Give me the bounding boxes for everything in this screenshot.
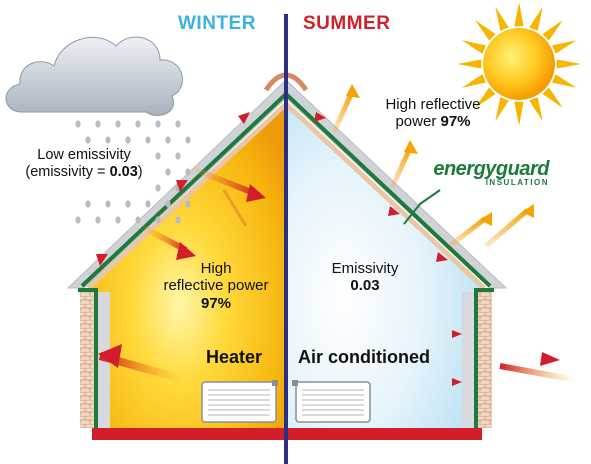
high-reflective-left-label: High reflective power 97% bbox=[146, 260, 286, 312]
sun-icon bbox=[457, 2, 581, 126]
brand-name: energyguard bbox=[433, 158, 549, 180]
rain-drop bbox=[175, 216, 181, 224]
air-conditioned-label: Air conditioned bbox=[298, 347, 430, 367]
sun-ray bbox=[475, 20, 496, 41]
cloud-icon bbox=[5, 36, 183, 116]
sun-ray bbox=[542, 87, 563, 108]
emissivity-right-label: Emissivity 0.03 bbox=[310, 260, 420, 295]
rain-drop bbox=[135, 120, 141, 128]
sun-beam-heads bbox=[346, 84, 534, 226]
rain-drop bbox=[115, 120, 121, 128]
sun-ray bbox=[552, 74, 577, 88]
high-reflective-right-value: 97% bbox=[440, 113, 471, 131]
rain-drop bbox=[185, 136, 191, 144]
right-brick-wall bbox=[476, 288, 492, 428]
rain-drop bbox=[165, 136, 171, 144]
summer-interior bbox=[286, 102, 480, 430]
energyguard-logo: energyguard INSULATION bbox=[433, 158, 549, 187]
rain-drop bbox=[155, 120, 161, 128]
emissivity-right-value: 0.03 bbox=[350, 277, 380, 295]
sun-ray bbox=[475, 87, 496, 108]
left-inner-wall bbox=[96, 292, 110, 430]
sun-ray bbox=[552, 40, 577, 54]
sun-ray bbox=[495, 97, 509, 122]
rain-drop bbox=[85, 200, 91, 208]
high-reflective-right-label: High reflective power 97% bbox=[385, 96, 481, 131]
sun-ray bbox=[514, 101, 524, 126]
rain-drop bbox=[165, 200, 171, 208]
sun-ray bbox=[461, 74, 486, 88]
rain-drop bbox=[85, 136, 91, 144]
rain-drop bbox=[125, 136, 131, 144]
air-conditioner-icon bbox=[292, 380, 371, 423]
winter-heading: WINTER bbox=[178, 13, 256, 34]
rain-drop bbox=[185, 200, 191, 208]
sun-ray bbox=[542, 20, 563, 41]
sun-ray bbox=[514, 2, 524, 27]
rain-drop bbox=[145, 200, 151, 208]
rain-drop bbox=[75, 120, 81, 128]
left-brick-wall bbox=[80, 288, 96, 428]
rain-drop bbox=[165, 168, 171, 176]
heater-icon bbox=[201, 380, 278, 423]
rain-drop bbox=[95, 216, 101, 224]
sun-ray bbox=[529, 97, 543, 122]
rain-drop bbox=[145, 136, 151, 144]
rain-drop bbox=[135, 216, 141, 224]
rain-drop bbox=[75, 216, 81, 224]
edge-arrows bbox=[96, 112, 462, 386]
right-inner-wall bbox=[462, 292, 476, 430]
low-emissivity-label: Low emissivity (emissivity = 0.03) bbox=[4, 147, 164, 180]
sun-ray bbox=[495, 6, 509, 31]
low-emissivity-line1: Low emissivity bbox=[37, 147, 131, 163]
sun-beams bbox=[331, 90, 530, 248]
rain-drop bbox=[95, 120, 101, 128]
rain-drop bbox=[155, 184, 161, 192]
rain-drop bbox=[105, 200, 111, 208]
brand-leader-line bbox=[403, 189, 441, 225]
rain-drop bbox=[125, 200, 131, 208]
rain-drop bbox=[175, 120, 181, 128]
summer-heading: SUMMER bbox=[303, 13, 391, 34]
sun-ray bbox=[461, 40, 486, 54]
low-emissivity-line2: (emissivity = 0.03) bbox=[25, 163, 143, 180]
low-emissivity-value: 0.03 bbox=[109, 163, 138, 180]
sun-ray bbox=[529, 6, 543, 31]
winter-heat-arrows bbox=[98, 163, 266, 384]
summer-heat-arrow bbox=[499, 352, 577, 383]
brand-subtitle: INSULATION bbox=[485, 178, 549, 187]
high-reflective-left-value: 97% bbox=[200, 294, 232, 312]
rain-drop bbox=[115, 216, 121, 224]
sun-ray bbox=[556, 59, 581, 69]
sun-ray bbox=[457, 59, 482, 69]
rain-drop bbox=[155, 216, 161, 224]
heater-label: Heater bbox=[206, 347, 263, 367]
rain-drop bbox=[105, 136, 111, 144]
rain-drop bbox=[175, 152, 181, 160]
rain-drop bbox=[155, 152, 161, 160]
